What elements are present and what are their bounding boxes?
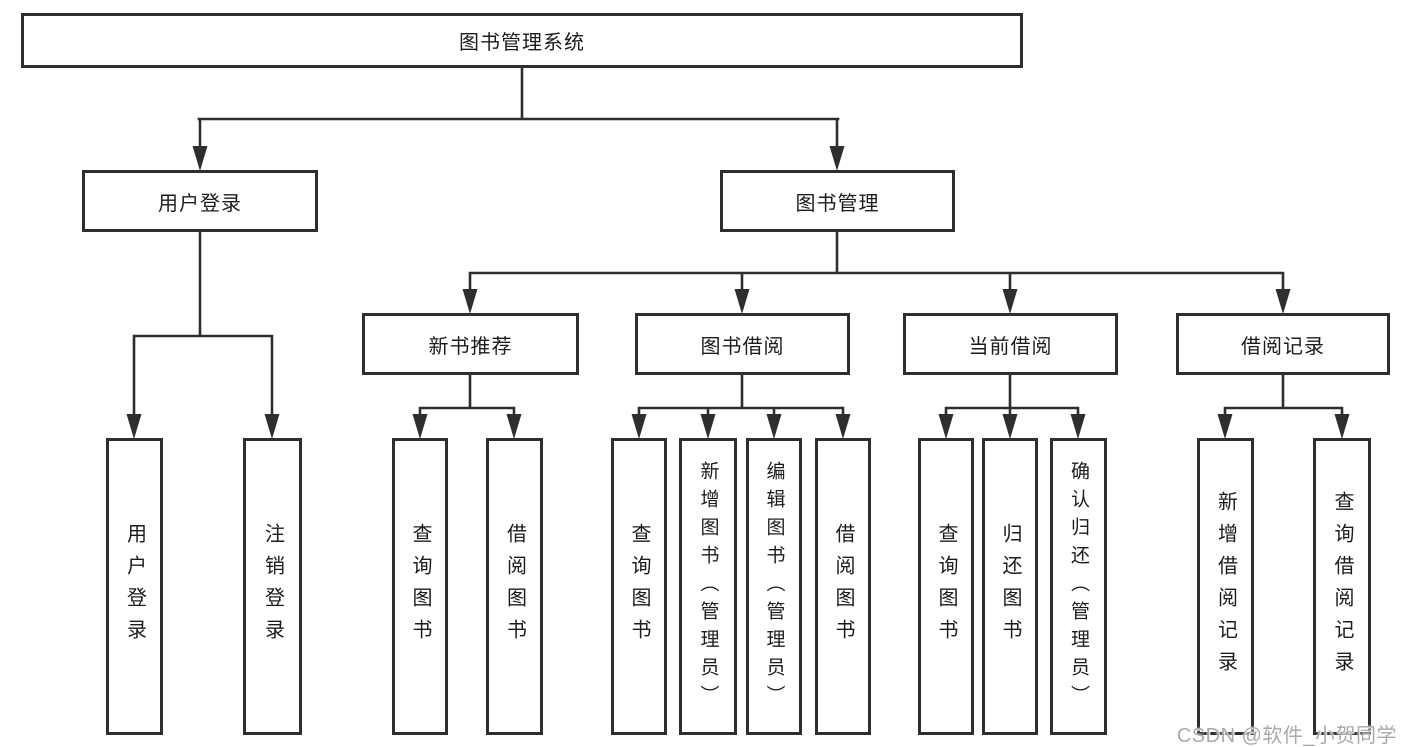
leaf-user-login-label: 用户登录 [123, 522, 146, 651]
leaf-query-books-borrowing-label: 查询图书 [628, 522, 650, 651]
node-book-management: 图书管理 [720, 170, 955, 232]
arrowhead-leaf-query-recommend [412, 414, 428, 439]
arrowhead-recommend [462, 289, 478, 314]
node-book-borrowing-label: 图书借阅 [700, 335, 785, 358]
leaf-logout-label: 注销登录 [261, 522, 284, 651]
leaf-borrow-books-borrowing-label: 借阅图书 [832, 522, 854, 651]
arrowhead-leaf-add-record [1217, 414, 1233, 439]
leaf-query-borrow-record-label: 查询借阅记录 [1331, 490, 1353, 683]
leaf-user-login: 用户登录 [106, 438, 163, 735]
arrowhead-leaf-borrow-borrowing [835, 414, 851, 439]
node-new-book-recommend-label: 新书推荐 [428, 335, 513, 358]
leaf-edit-books-admin: 编辑图书（管理员） [746, 438, 802, 735]
leaf-query-books-current: 查询图书 [918, 438, 974, 735]
arrowhead-leaf-confirm-return [1070, 414, 1086, 439]
leaf-query-books-recommend: 查询图书 [392, 438, 448, 735]
leaf-return-books: 归还图书 [982, 438, 1038, 735]
node-user-login-label: 用户登录 [158, 192, 242, 215]
node-borrow-records: 借阅记录 [1176, 313, 1390, 375]
leaf-query-books-borrowing: 查询图书 [611, 438, 667, 735]
connector-recommend-children [418, 374, 516, 418]
node-root: 图书管理系统 [21, 13, 1023, 68]
arrowhead-leaf-query-current [938, 414, 954, 439]
leaf-borrow-books-recommend: 借阅图书 [486, 438, 543, 735]
arrowhead-leaf-edit-book [766, 414, 782, 439]
connector-root-to-level2 [197, 64, 840, 149]
watermark-text: CSDN @软件_小贺同学 [1176, 725, 1397, 747]
connector-borrowing-children [637, 374, 845, 418]
arrowhead-leaf-add-book [700, 414, 716, 439]
leaf-logout: 注销登录 [243, 438, 302, 735]
leaf-confirm-return-admin: 确认归还（管理员） [1050, 438, 1107, 735]
node-new-book-recommend: 新书推荐 [362, 313, 579, 375]
leaf-edit-books-admin-label: 编辑图书（管理员） [763, 460, 785, 713]
connector-login-children [132, 228, 274, 418]
leaf-add-books-admin-label: 新增图书（管理员） [697, 460, 719, 713]
leaf-borrow-books-recommend-label: 借阅图书 [503, 522, 526, 651]
node-current-borrowing: 当前借阅 [903, 313, 1118, 375]
arrowhead-leaf-query-borrowing [631, 414, 647, 439]
node-user-login: 用户登录 [82, 170, 318, 232]
leaf-add-borrow-record-label: 新增借阅记录 [1214, 490, 1237, 683]
node-borrow-records-label: 借阅记录 [1241, 335, 1325, 358]
leaf-add-books-admin: 新增图书（管理员） [679, 438, 737, 735]
arrowhead-leaf-query-record [1334, 414, 1350, 439]
node-book-borrowing: 图书借阅 [635, 313, 850, 375]
arrowhead-current [1002, 289, 1018, 314]
node-root-label: 图书管理系统 [459, 32, 585, 54]
leaf-query-borrow-record: 查询借阅记录 [1313, 438, 1371, 735]
arrowhead-leaf-borrow-recommend [506, 414, 522, 439]
arrowhead-borrowing [734, 289, 750, 314]
arrowhead-leaf-logout [264, 414, 280, 439]
leaf-add-borrow-record: 新增借阅记录 [1197, 438, 1254, 735]
arrowhead-leaf-user-login [126, 414, 142, 439]
connector-records-children [1223, 374, 1344, 418]
arrowheads [126, 146, 1350, 439]
connector-bookmgmt-to-level3 [468, 228, 1285, 293]
arrowhead-user-login [192, 146, 208, 171]
arrowhead-book-management [829, 146, 845, 171]
node-book-management-label: 图书管理 [795, 192, 880, 215]
leaf-return-books-label: 归还图书 [999, 522, 1021, 651]
arrowhead-leaf-return-book [1002, 414, 1018, 439]
leaf-borrow-books-borrowing: 借阅图书 [815, 438, 871, 735]
node-current-borrowing-label: 当前借阅 [968, 335, 1053, 358]
leaf-query-books-recommend-label: 查询图书 [409, 522, 431, 651]
leaf-confirm-return-admin-label: 确认归还（管理员） [1068, 460, 1089, 713]
arrowhead-records [1275, 289, 1291, 314]
leaf-query-books-current-label: 查询图书 [935, 522, 957, 651]
connector-current-children [944, 374, 1080, 418]
